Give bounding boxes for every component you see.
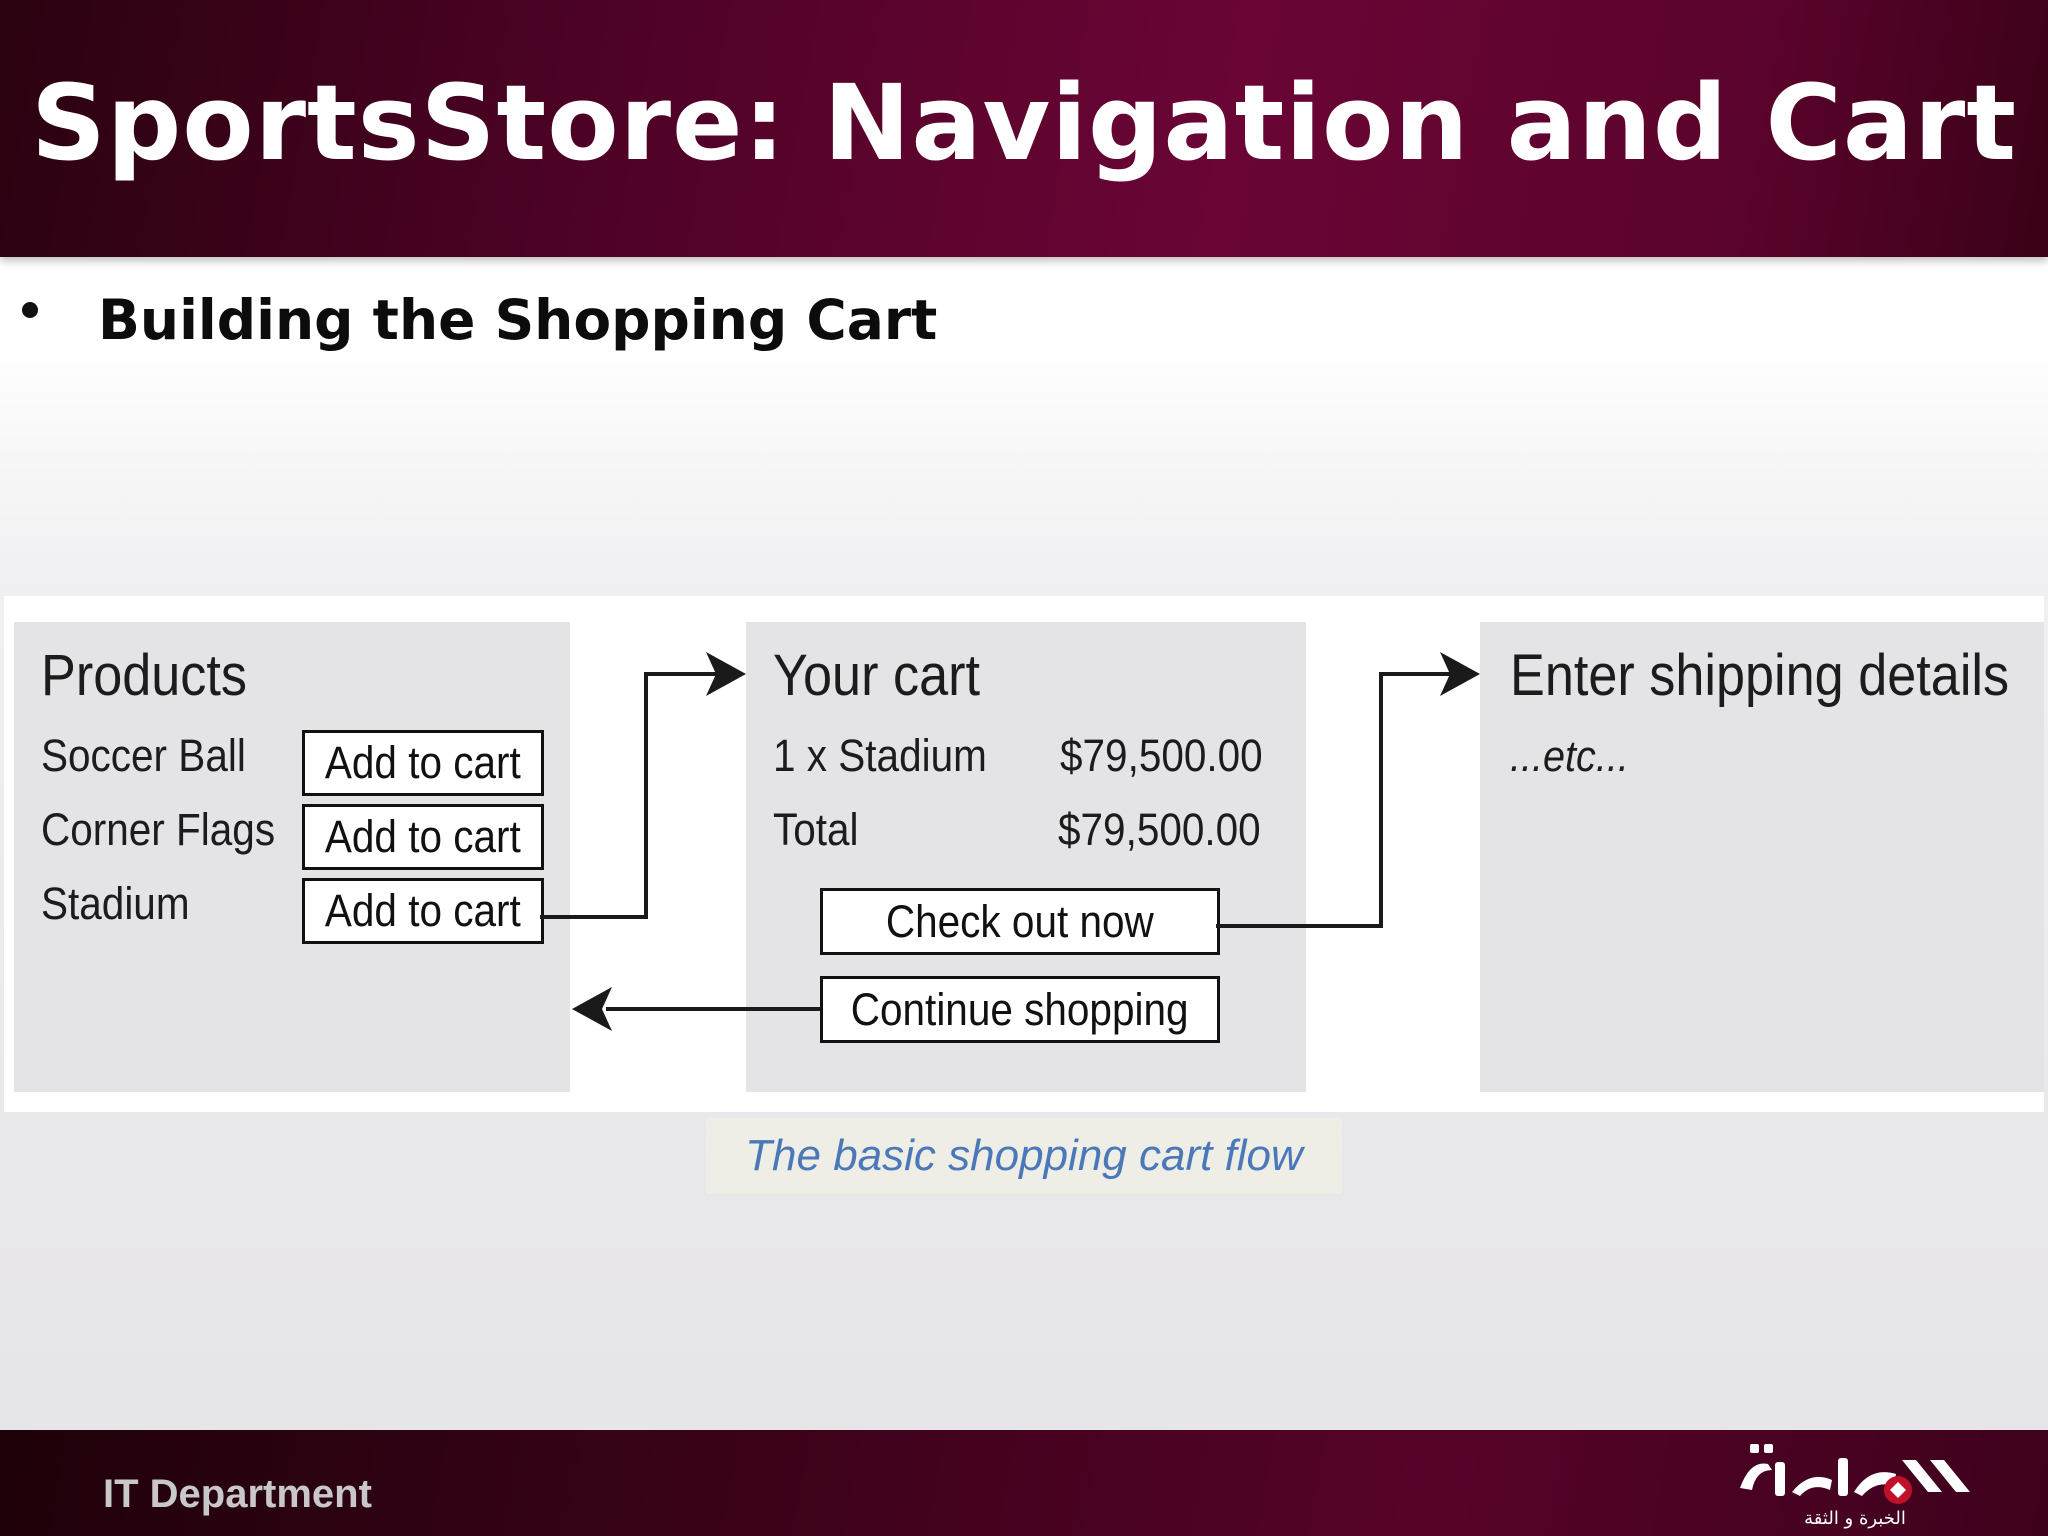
title-banner: SportsStore: Navigation and Cart [0, 0, 2048, 257]
cart-line-item-label: 1 x Stadium [773, 730, 987, 781]
add-to-cart-button-soccer-ball[interactable]: Add to cart [302, 730, 544, 796]
cart-line-item-amount: $79,500.00 [1060, 730, 1263, 781]
check-out-now-button[interactable]: Check out now [820, 888, 1220, 955]
arrowhead-shipping [1440, 652, 1480, 696]
product-name-stadium: Stadium [41, 878, 190, 929]
shipping-etc-text: ...etc... [1510, 732, 1629, 781]
cart-flow-figure: Products Soccer Ball Add to cart Corner … [4, 596, 2044, 1112]
company-logo: الخبرة و الثقة [1740, 1444, 1970, 1529]
add-to-cart-button-stadium[interactable]: Add to cart [302, 878, 544, 944]
footer-bar: IT Department الخبرة و الثقة [0, 1430, 2048, 1536]
cart-heading: Your cart [773, 643, 980, 708]
product-name-soccer-ball: Soccer Ball [41, 730, 246, 781]
continue-shopping-button[interactable]: Continue shopping [820, 976, 1220, 1043]
slide-title: SportsStore: Navigation and Cart [30, 62, 2018, 184]
products-heading: Products [41, 643, 248, 708]
product-name-corner-flags: Corner Flags [41, 804, 276, 855]
arrow-checkout-to-shipping [1216, 672, 1450, 928]
footer-department: IT Department [103, 1472, 372, 1516]
bullet-text: Building the Shopping Cart [98, 288, 938, 352]
arrowhead-cart [706, 652, 746, 696]
products-panel: Products Soccer Ball Add to cart Corner … [14, 622, 570, 1092]
add-to-cart-button-corner-flags[interactable]: Add to cart [302, 804, 544, 870]
figure-caption: The basic shopping cart flow [706, 1118, 1342, 1194]
logo-subtext: الخبرة و الثقة [1804, 1508, 1906, 1529]
bullet-marker [22, 302, 38, 318]
cart-total-amount: $79,500.00 [1058, 804, 1261, 855]
arrowhead-products [572, 987, 612, 1031]
cart-total-label: Total [773, 804, 859, 855]
shipping-heading: Enter shipping details [1510, 643, 2010, 708]
cart-panel: Your cart 1 x Stadium $79,500.00 Total $… [746, 622, 1306, 1092]
shipping-panel: Enter shipping details ...etc... [1480, 622, 2044, 1092]
flow-arrows [540, 652, 1480, 1031]
arrow-add-to-cart-to-cart [540, 672, 716, 919]
